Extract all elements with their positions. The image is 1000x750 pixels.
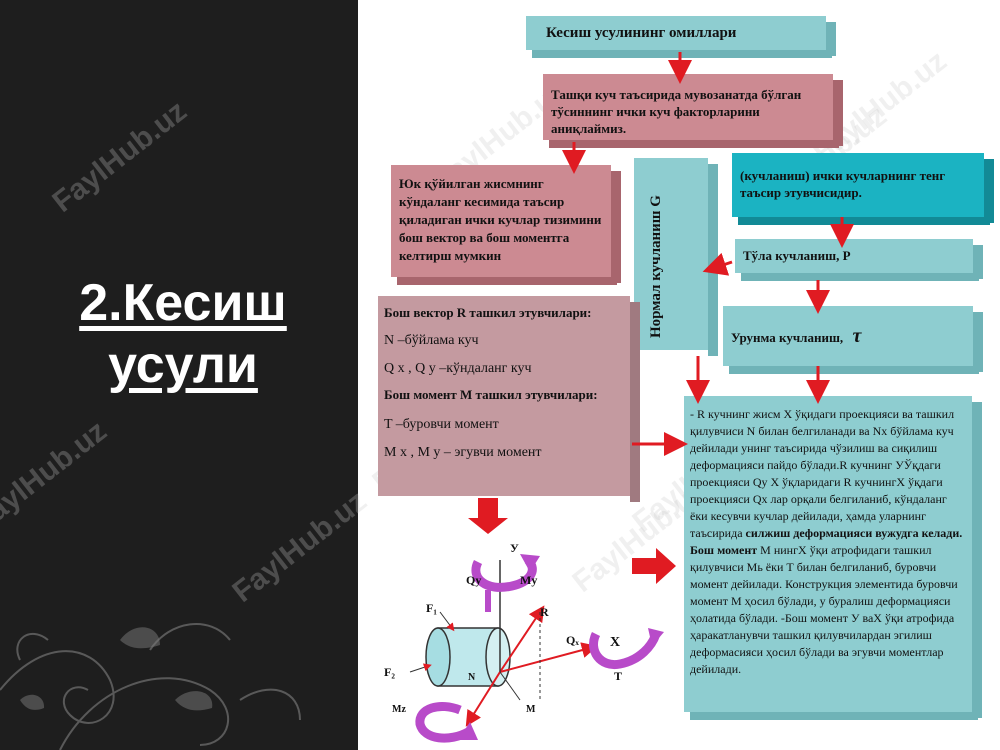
- tau-symbol: τ: [852, 325, 862, 347]
- full-stress-text: Тўла кучланиш, P: [743, 248, 851, 263]
- vector-line-n: N –бўйлама куч: [384, 333, 479, 348]
- decorative-swirl-icon: [0, 623, 301, 750]
- label-f1: F₁: [426, 601, 437, 615]
- explanation-part1: - R кучнинг жисм Х ўқидаги проекцияси ва…: [690, 407, 955, 540]
- label-t: T: [614, 669, 622, 683]
- moment-line-t: T –буровчи момент: [384, 417, 499, 432]
- slide-title-line2: усули: [108, 336, 258, 394]
- load-box: Юк қўйилган жисмнинг кўндаланг кесимида …: [391, 165, 621, 285]
- label-x: X: [610, 635, 620, 650]
- explanation-part2: М нингХ ўқи атрофидаги ташкил қилувчиси …: [690, 543, 958, 676]
- stress-definition-box: (кучланиш) ички кучларнинг тенг таъсир э…: [732, 153, 994, 225]
- full-stress-box: Тўла кучланиш, P: [735, 239, 983, 281]
- label-qx: Qₓ: [566, 633, 579, 647]
- tangent-stress-box: Урунма кучланиш, τ: [723, 306, 983, 374]
- label-qy: Qу: [466, 573, 481, 587]
- slide-title: 2.Кесиш усули: [28, 272, 338, 396]
- label-my: Mу: [520, 573, 537, 587]
- big-arrow-right-icon: [632, 548, 676, 584]
- label-f2: F₂: [384, 665, 395, 679]
- slide-title-line1: 2.Кесиш: [79, 274, 287, 332]
- stress-definition-text: (кучланиш) ички кучларнинг тенг таъсир э…: [740, 168, 946, 200]
- vector-heading: Бош вектор R ташкил этувчилари:: [384, 305, 592, 320]
- label-mz: Mz: [392, 704, 406, 715]
- beam-section-diagram: [409, 554, 664, 743]
- arrow-left-icon: [702, 252, 733, 276]
- label-r: R: [540, 605, 549, 619]
- header-box-text: Кесиш усулининг омиллари: [546, 25, 737, 41]
- moment-heading: Бош момент M ташкил этувчилари:: [384, 387, 598, 402]
- label-y: У: [510, 541, 519, 555]
- tangent-stress-text: Урунма кучланиш,: [731, 330, 844, 345]
- header-box: Кесиш усулининг омиллари: [526, 16, 836, 58]
- external-force-text: Ташқи куч таъсирида мувозанатда бўлган т…: [551, 87, 802, 136]
- external-force-box: Ташқи куч таъсирида мувозанатда бўлган т…: [543, 74, 843, 148]
- moment-line-m: M x , M y – эгувчи момент: [384, 445, 542, 460]
- explanation-bold: силжиш деформацияси вужудга келади. Бош …: [690, 526, 963, 557]
- big-arrow-down-icon: [468, 498, 508, 534]
- explanation-box: - R кучнинг жисм Х ўқидаги проекцияси ва…: [684, 396, 982, 720]
- left-panel: FaylHub.uz FaylHub.uz 2.Кесиш усули: [0, 0, 358, 750]
- vector-line-q: Q x , Q y –кўндаланг куч: [384, 361, 532, 376]
- label-m: M: [526, 704, 536, 715]
- explanation-text: - R кучнинг жисм Х ўқидаги проекцияси ва…: [684, 396, 972, 688]
- vector-components-box: Бош вектор R ташкил этувчилари: N –бўйла…: [378, 296, 640, 502]
- load-box-text: Юк қўйилган жисмнинг кўндаланг кесимида …: [399, 176, 602, 263]
- label-n: N: [468, 672, 476, 683]
